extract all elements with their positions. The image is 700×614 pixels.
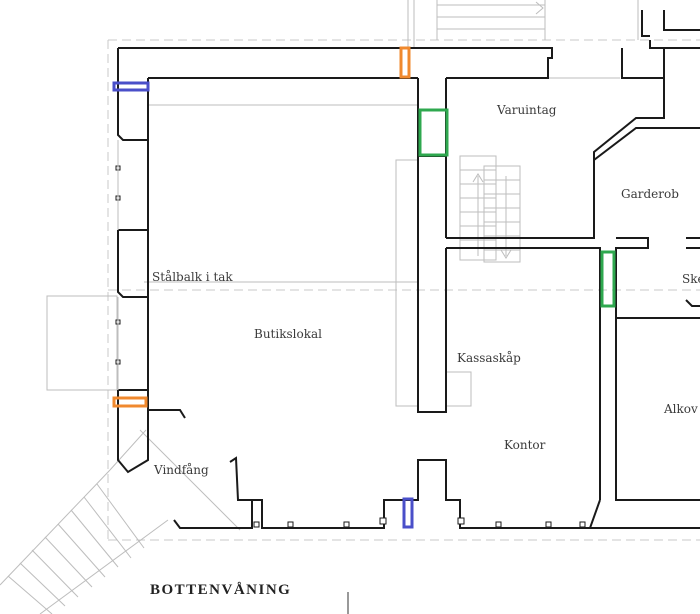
orange-marker-left bbox=[112, 396, 148, 408]
room-label-butikslokal: Butikslokal bbox=[254, 327, 322, 341]
room-label-vindfang: Vindfång bbox=[153, 462, 209, 477]
room-label-kassaskap: Kassaskåp bbox=[457, 350, 521, 365]
room-label-alkov: Alkov bbox=[663, 402, 698, 416]
room-label-garderob: Garderob bbox=[621, 187, 679, 201]
green-marker-right bbox=[600, 250, 616, 308]
bottom-windows bbox=[253, 517, 586, 528]
entrance-stair bbox=[0, 429, 241, 614]
orange-marker-top bbox=[399, 46, 411, 79]
markers bbox=[112, 46, 616, 529]
inner-guides bbox=[46, 77, 620, 407]
blue-marker-bottom bbox=[402, 497, 414, 529]
room-label-skafferi: Ske bbox=[682, 272, 700, 286]
left-windows bbox=[115, 140, 121, 390]
interior-stair bbox=[459, 155, 521, 263]
plan-title: BOTTENVÅNING bbox=[150, 582, 291, 598]
room-label-stalbalk: Stålbalk i tak bbox=[152, 269, 233, 284]
blue-marker-left bbox=[112, 81, 150, 92]
room-label-kontor: Kontor bbox=[504, 438, 546, 452]
top-stair bbox=[407, 0, 639, 48]
green-marker-center bbox=[418, 108, 449, 157]
room-label-varuintag: Varuintag bbox=[496, 103, 557, 117]
